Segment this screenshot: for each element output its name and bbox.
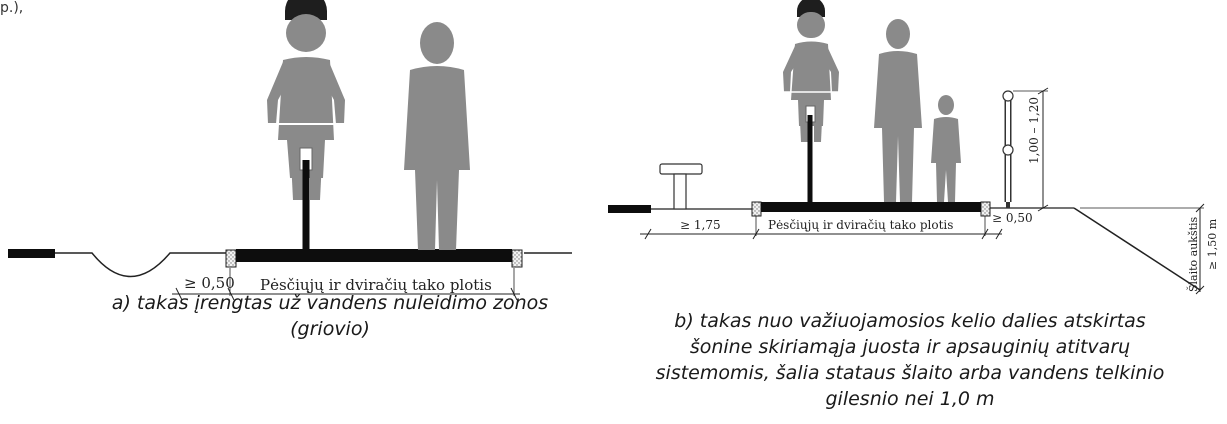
slope-height-value: ≥ 1,50 m	[1206, 218, 1219, 270]
caption-b-line-4: gilesnio nei 1,0 m	[825, 388, 995, 410]
caption-figure-a: a) takas įrengtas už vandens nuleidimo z…	[60, 290, 600, 342]
caption-b-line-2: šonine skiriamąja juosta ir apsauginių a…	[689, 336, 1131, 358]
figure-a: ≥ 0,50 Pėsčiųjų ir dviračių tako plotis	[8, 0, 572, 301]
caption-a-line-1: a) takas įrengtas už vandens nuleidimo z…	[111, 292, 549, 314]
curb-left-b	[751, 201, 762, 217]
clearance-label-a: ≥ 0,50	[184, 274, 235, 292]
caption-b-line-1: b) takas nuo važiuojamosios kelio dalies…	[674, 310, 1146, 332]
corner-text-fragment: p.),	[0, 0, 24, 16]
curb-left-a	[225, 249, 237, 268]
path-width-label-b: Pėsčiųjų ir dviračių tako plotis	[768, 218, 953, 232]
clearance-label-b-left: ≥ 1,75	[680, 218, 721, 232]
slope-height-label: Šlaito aukštis	[1186, 216, 1200, 292]
railing-height-label: 1,00 – 1,20	[1027, 97, 1041, 164]
ground-line-a	[55, 252, 226, 278]
cyclist-b	[780, 0, 843, 202]
road-edge-a	[8, 249, 55, 258]
railing-b	[1002, 90, 1014, 208]
path-surface-b	[761, 202, 981, 212]
helmet-a	[285, 0, 327, 20]
curb-right-b	[980, 201, 991, 217]
clearance-label-b-right: ≥ 0,50	[992, 211, 1033, 225]
curb-right-a	[511, 249, 523, 268]
cyclist-a	[262, 0, 350, 250]
pedestrian-a	[404, 22, 470, 250]
path-width-label-a: Pėsčiųjų ir dviračių tako plotis	[260, 276, 492, 294]
caption-figure-b: b) takas nuo važiuojamosios kelio dalies…	[600, 308, 1220, 412]
caption-a-line-2: (griovio)	[290, 318, 370, 340]
figure-b: 1,00 – 1,20 Šlaito aukštis ≥ 1,50 m ≥ 1,…	[608, 0, 1219, 295]
slope-b	[1073, 207, 1201, 291]
road-edge-b	[608, 205, 651, 213]
pedestrian-b-adult	[874, 19, 922, 202]
pedestrian-b-child	[931, 95, 961, 202]
path-surface-a	[236, 249, 512, 262]
guard-barrier-b	[659, 163, 703, 210]
caption-b-line-3: sistemomis, šalia stataus šlaito arba va…	[655, 362, 1165, 384]
